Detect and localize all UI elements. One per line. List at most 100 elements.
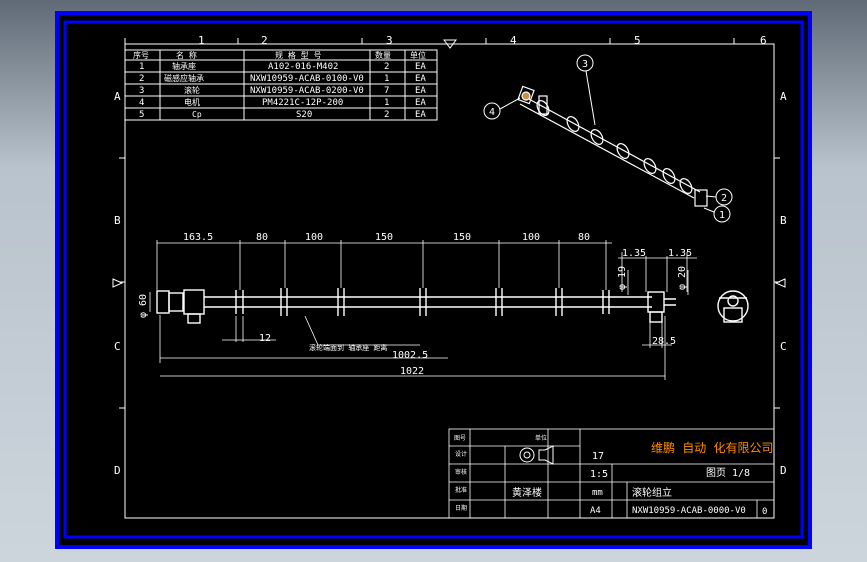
bom-spec: PM4221C-12P-200 — [262, 98, 343, 108]
bom-qty: 7 — [384, 86, 389, 96]
bom-spec: A102-016-M402 — [268, 62, 338, 72]
zone-label: D — [114, 464, 121, 477]
bom-spec: NXW10959-ACAB-0200-V0 — [250, 86, 364, 96]
company-name: 维鹏 自动 化有限公司 — [651, 441, 773, 455]
bom-qty: 1 — [384, 74, 389, 84]
balloon-2: 2 — [721, 193, 727, 204]
left-zone-labels: A B C D — [114, 90, 121, 477]
svg-text:日期: 日期 — [455, 504, 467, 512]
bom-name: 滚轮 — [184, 85, 200, 95]
bom-unit: EA — [415, 110, 426, 120]
zone-ticks — [112, 38, 786, 409]
zone-label: A — [114, 90, 121, 103]
title-block-texts: 维鹏 自动 化有限公司 图页 1/8 17 1:5 mm A4 黄泽楼 滚轮组立… — [512, 441, 773, 517]
balloon-1: 1 — [719, 210, 725, 221]
bom-qty: 2 — [384, 62, 389, 72]
dim-1-35b: 1.35 — [668, 248, 692, 259]
bom-name: 磁感应轴承 — [164, 73, 204, 83]
bom-unit: EA — [415, 98, 426, 108]
side-view — [717, 290, 749, 323]
dim-100a: 100 — [305, 232, 323, 243]
right-zone-labels: A B C D — [780, 90, 787, 477]
dim-dia-20: φ 20 — [677, 266, 688, 290]
dim-80b: 80 — [578, 232, 590, 243]
bom-spec: S20 — [296, 110, 312, 120]
balloons — [483, 54, 733, 223]
dim-28-5: 28.5 — [652, 336, 676, 347]
zone-label: C — [780, 340, 787, 353]
page-number: 图页 1/8 — [706, 467, 750, 479]
bom-no: 2 — [139, 74, 144, 84]
unit: mm — [592, 488, 603, 498]
bom-no: 1 — [139, 62, 144, 72]
dim-1022: 1022 — [400, 366, 424, 377]
svg-text:序号: 序号 — [133, 50, 149, 60]
dim-100b: 100 — [522, 232, 540, 243]
svg-text:设计: 设计 — [455, 450, 467, 458]
bom-unit: EA — [415, 74, 426, 84]
zone-label: 4 — [510, 34, 517, 47]
bom-name: 电机 — [184, 97, 200, 107]
dimension-lines — [149, 240, 697, 380]
quantity: 17 — [592, 451, 604, 462]
dim-163-5: 163.5 — [183, 232, 213, 243]
svg-text:批准: 批准 — [455, 486, 467, 494]
dim-150b: 150 — [453, 232, 471, 243]
bom-table — [124, 49, 438, 121]
zone-label: A — [780, 90, 787, 103]
front-view — [156, 288, 676, 324]
bom-unit: EA — [415, 62, 426, 72]
dim-12: 12 — [259, 333, 271, 344]
bom-rows: 1 轴承座 A102-016-M402 2 EA 2 磁感应轴承 NXW1095… — [139, 61, 426, 120]
zone-label: B — [114, 214, 121, 227]
bom-no: 3 — [139, 86, 144, 96]
inner-frame — [63, 20, 804, 539]
balloon-3: 3 — [582, 59, 588, 70]
bom-name: Cp — [192, 110, 202, 119]
svg-text:审核: 审核 — [455, 468, 467, 476]
dim-1002-5: 1002.5 — [392, 350, 428, 361]
balloon-labels: 1 2 3 4 — [489, 59, 727, 221]
part-name: 滚轮组立 — [632, 486, 672, 499]
projection-symbol — [519, 445, 554, 465]
zone-label: 5 — [634, 34, 641, 47]
bom-name: 轴承座 — [172, 61, 196, 71]
balloon-4: 4 — [489, 107, 495, 118]
dim-80a: 80 — [256, 232, 268, 243]
zone-label: D — [780, 464, 787, 477]
dim-dia-60: φ 60 — [138, 294, 149, 318]
bom-qty: 2 — [384, 110, 389, 120]
bom-header: 序号 名 称 规 格 型 号 数量 单位 — [133, 50, 426, 60]
svg-text:图号: 图号 — [454, 435, 466, 442]
zone-label: C — [114, 340, 121, 353]
drawer-name: 黄泽楼 — [512, 486, 542, 499]
zone-label: 3 — [386, 34, 393, 47]
bom-qty: 1 — [384, 98, 389, 108]
paper-size: A4 — [590, 506, 601, 516]
bom-no: 5 — [139, 110, 144, 120]
svg-text:数量: 数量 — [375, 50, 391, 60]
leader-note: 滚轮端面到 轴承座 距离 — [309, 343, 387, 352]
svg-text:名 称: 名 称 — [176, 50, 197, 60]
svg-text:单位: 单位 — [410, 50, 426, 60]
isometric-view — [517, 85, 708, 207]
top-zone-labels: 1 2 3 4 5 6 — [198, 34, 767, 47]
dimension-texts: 163.5 80 100 150 150 100 80 1.35 1.35 φ … — [138, 232, 692, 377]
dim-150a: 150 — [375, 232, 393, 243]
dim-1-35a: 1.35 — [622, 248, 646, 259]
bom-unit: EA — [415, 86, 426, 96]
svg-text:单位: 单位 — [535, 434, 547, 442]
revision: 0 — [762, 507, 767, 517]
zone-label: 6 — [760, 34, 767, 47]
outer-frame — [55, 11, 812, 549]
zone-label: 1 — [198, 34, 205, 47]
zone-label: B — [780, 214, 787, 227]
scale: 1:5 — [590, 469, 608, 480]
bom-spec: NXW10959-ACAB-0100-V0 — [250, 74, 364, 84]
title-block — [448, 428, 775, 519]
bom-no: 4 — [139, 98, 144, 108]
svg-text:规 格 型 号: 规 格 型 号 — [275, 50, 321, 60]
